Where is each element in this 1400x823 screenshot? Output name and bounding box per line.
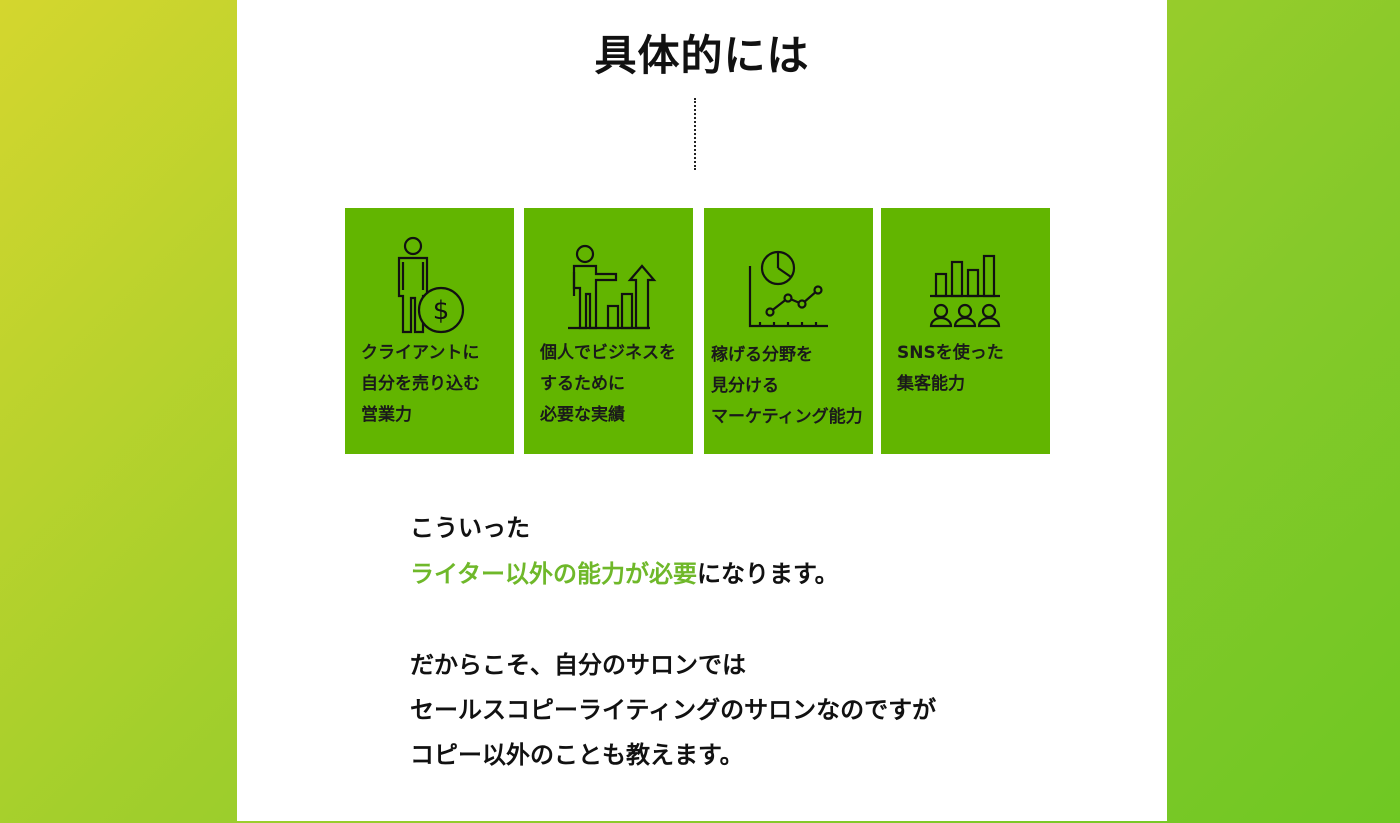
content-panel: 具体的には $ クライアントに 自分を売り込む 営業力 [237, 0, 1167, 821]
skill-card-label: SNSを使った 集客能力 [897, 343, 1004, 394]
salon-line-2: セールスコピーライティングのサロンなのですが [410, 696, 937, 724]
businessman-dollar-icon: $ [397, 236, 465, 334]
audience-bar-chart-icon [929, 254, 1001, 328]
highlight-line-rest: になります。 [697, 560, 839, 588]
analytics-chart-icon [748, 250, 828, 328]
skill-card-label: 個人でビジネスを するために 必要な実績 [540, 343, 676, 425]
highlight-text: ライター以外の能力が必要 [410, 560, 698, 588]
dotted-divider [694, 98, 696, 170]
salon-line-1: だからこそ、自分のサロンでは [410, 651, 746, 679]
skill-card-label: 稼げる分野を 見分ける マーケティング能力 [711, 345, 863, 427]
skill-card-sns: SNSを使った 集客能力 [881, 208, 1050, 454]
svg-text:$: $ [433, 296, 450, 326]
skill-card-track-record: 個人でビジネスを するために 必要な実績 [524, 208, 693, 454]
salon-line-3: コピー以外のことも教えます。 [410, 741, 744, 769]
highlight-line: ライター以外の能力が必要になります。 [410, 554, 839, 589]
intro-line: こういった [410, 514, 530, 542]
skill-card-label: クライアントに 自分を売り込む 営業力 [361, 343, 480, 425]
skill-card-marketing: 稼げる分野を 見分ける マーケティング能力 [704, 208, 873, 454]
skill-card-sales: $ クライアントに 自分を売り込む 営業力 [345, 208, 514, 454]
section-heading: 具体的には [594, 31, 810, 80]
presenter-growth-chart-icon [568, 244, 657, 330]
